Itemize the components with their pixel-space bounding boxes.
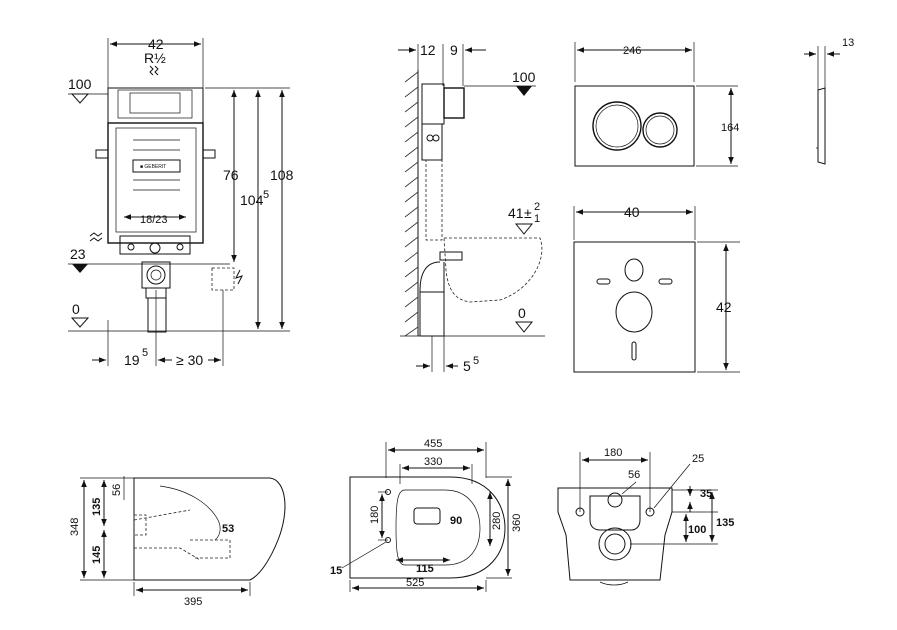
sound-pad-width-label: 40 — [624, 204, 640, 220]
wc-top-dim-330: 330 — [424, 456, 442, 468]
frame-level-0-label: 0 — [72, 301, 80, 317]
flush-plate-front: 246 164 — [574, 42, 739, 167]
sound-pad-height-label: 42 — [716, 299, 732, 315]
frame-dim-19-label: 19 — [124, 352, 140, 368]
flush-plate-side: 13 — [804, 37, 854, 165]
side-level-41-label: 41 — [508, 205, 524, 221]
frame-width-label: 42 — [148, 36, 164, 52]
frame-level-top-label: 100 — [68, 76, 92, 92]
wc-side-dim-53: 53 — [222, 523, 234, 535]
frame-front-view: 42 R½ 100 ■ GEBERIT 18/23 23 — [68, 36, 294, 368]
sound-insulation-pad: 40 42 — [573, 204, 740, 373]
side-dim-9-label: 9 — [450, 42, 458, 58]
frame-level-23-label: 23 — [70, 246, 86, 262]
frame-inner-width-label: 18/23 — [140, 214, 168, 226]
wc-back-dim-180: 180 — [604, 447, 622, 459]
wc-top-dim-180: 180 — [369, 506, 381, 524]
flush-plate-height-label: 164 — [721, 122, 739, 134]
side-level-41-sub: 1 — [534, 213, 540, 225]
wc-top-dim-90: 90 — [450, 515, 462, 527]
wc-back-dim-135: 135 — [716, 517, 734, 529]
wc-side-dim-56: 56 — [111, 484, 123, 496]
wc-top-dim-360: 360 — [511, 514, 523, 532]
wc-top-dim-280: 280 — [491, 512, 503, 530]
side-dim-5-sup: 5 — [473, 355, 479, 367]
side-level-41-tol: ± — [524, 205, 532, 221]
wc-back-dim-100: 100 — [688, 524, 706, 536]
wc-back-dim-25: 25 — [692, 453, 704, 465]
wc-side-dim-135: 135 — [91, 498, 103, 516]
flush-plate-width-label: 246 — [623, 45, 641, 57]
wc-back-dim-56: 56 — [628, 469, 640, 481]
frame-side-view: 12 9 100 41 ± 2 1 — [398, 42, 545, 374]
frame-brand-mark: ■ GEBERIT — [140, 164, 166, 170]
flush-plate-depth-label: 13 — [842, 37, 854, 49]
wc-top-dim-115: 115 — [416, 563, 434, 575]
frame-connection-label: R½ — [144, 50, 166, 66]
wc-side-dim-145: 145 — [91, 546, 103, 564]
wc-top-view: 455 330 180 90 280 360 115 15 525 — [330, 438, 523, 592]
side-dim-5-label: 5 — [463, 358, 471, 374]
side-level-0-label: 0 — [518, 305, 526, 321]
side-dim-12-label: 12 — [420, 42, 436, 58]
wc-back-dim-35: 35 — [700, 488, 712, 500]
wc-side-dim-348: 348 — [69, 518, 81, 536]
frame-dim-104-sup: 5 — [263, 189, 269, 201]
wc-side-view: 348 135 145 56 53 395 — [69, 476, 286, 608]
wc-top-dim-455: 455 — [424, 438, 442, 450]
side-level-top-label: 100 — [512, 69, 536, 85]
wc-top-dim-15: 15 — [330, 565, 342, 577]
wc-side-dim-395: 395 — [184, 596, 202, 608]
side-level-41-sup: 2 — [534, 201, 540, 213]
frame-dim-19-sup: 5 — [142, 347, 148, 359]
frame-dim-104-label: 104 — [240, 192, 264, 208]
frame-dim-108-label: 108 — [270, 167, 294, 183]
wc-top-dim-525: 525 — [406, 577, 424, 589]
frame-dim-76-label: 76 — [223, 167, 239, 183]
wc-back-view: 180 56 25 35 100 135 — [557, 447, 734, 586]
frame-dim-ge30-label: ≥ 30 — [176, 352, 203, 368]
